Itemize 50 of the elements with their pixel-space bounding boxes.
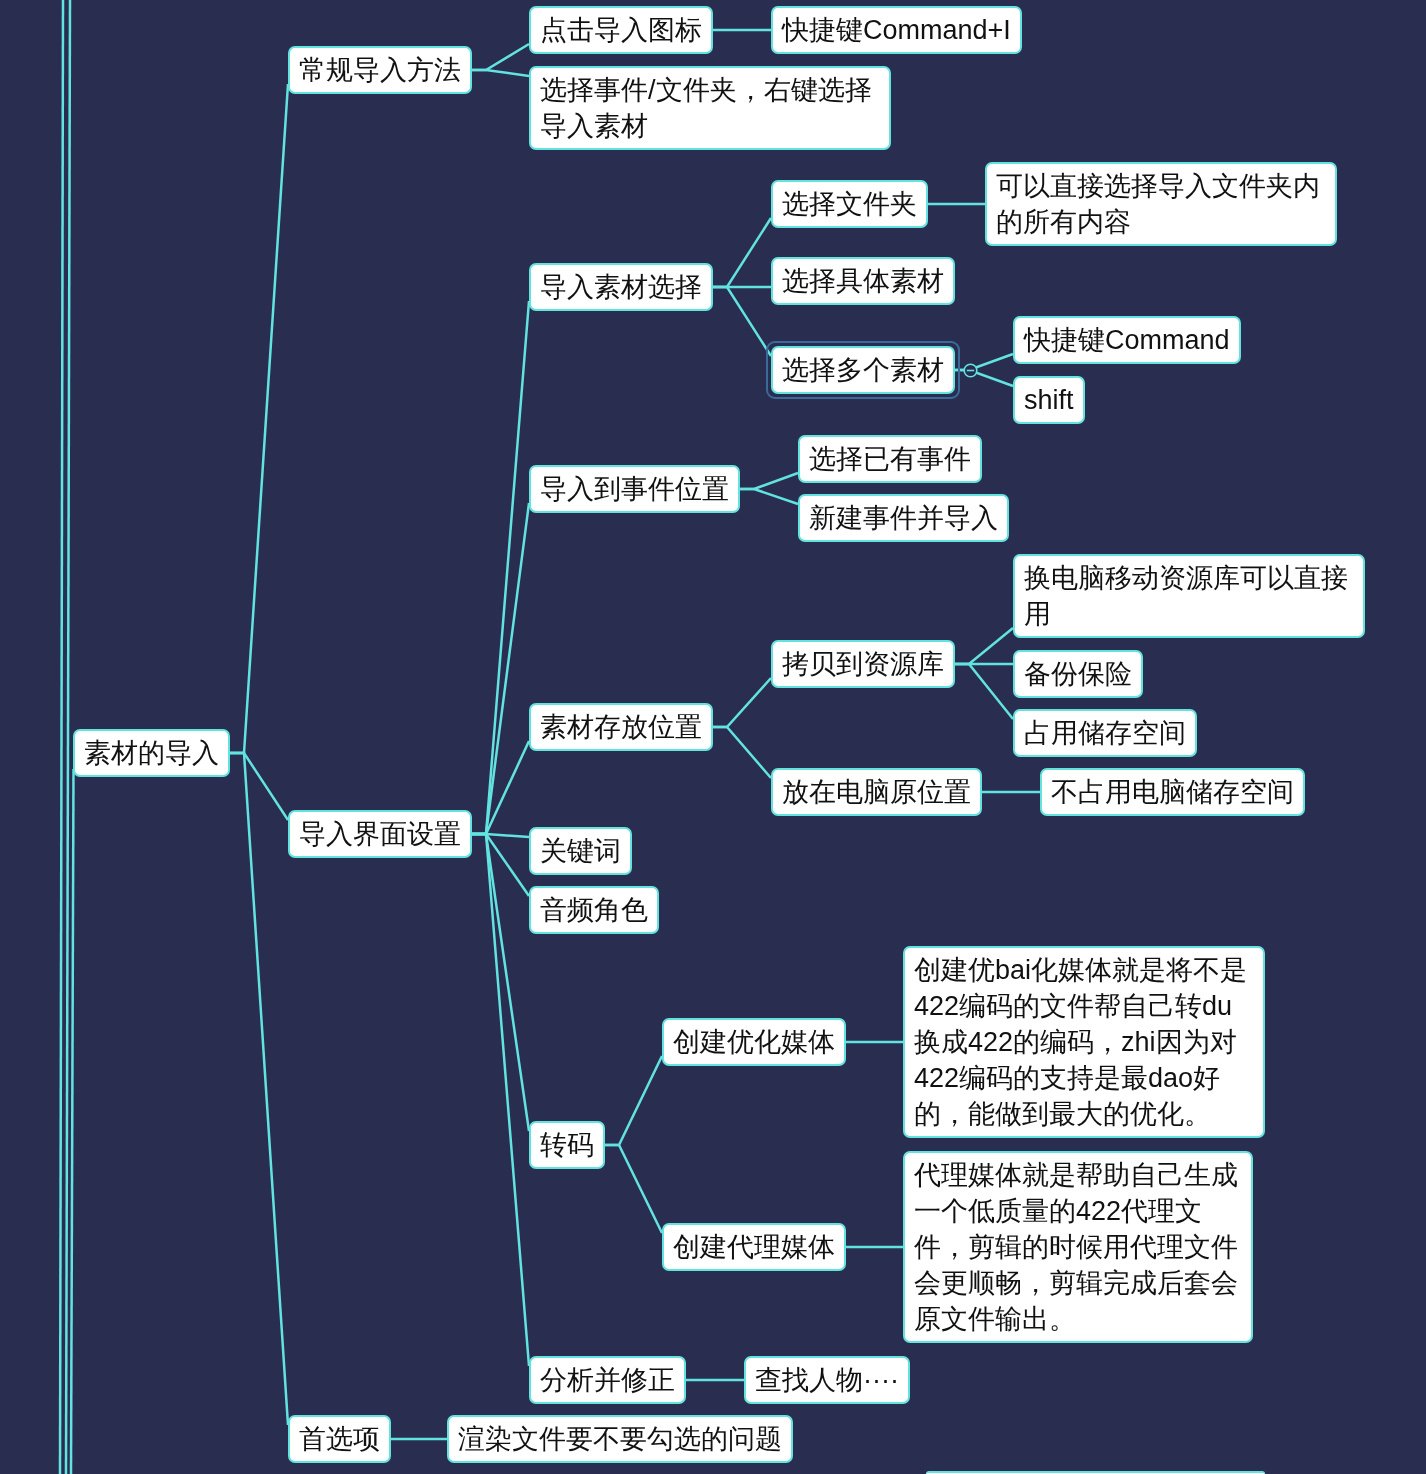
- topic-box: 素材存放位置: [529, 703, 713, 751]
- topic-box: 查找人物····: [744, 1356, 910, 1404]
- connector-line: [713, 285, 773, 357]
- topic-box: 创建优化媒体: [662, 1018, 846, 1066]
- topic-box: 放在电脑原位置: [771, 768, 982, 816]
- connector-line: [713, 725, 772, 779]
- connector-line: [740, 487, 799, 506]
- topic-box: 常规导入方法: [288, 46, 472, 94]
- connector-line: [846, 1040, 903, 1044]
- connector-line: [472, 832, 531, 1367]
- topic-box: 分析并修正: [529, 1356, 686, 1404]
- topic-box: 创建代理媒体: [662, 1223, 846, 1271]
- topic-box: 不占用电脑储存空间: [1040, 768, 1305, 816]
- topic-box: 备份保险: [1013, 650, 1143, 698]
- topic-box: 快捷键Command: [1013, 316, 1241, 364]
- topic-box: 导入界面设置: [288, 810, 472, 858]
- topic-box: 渲染文件要不要勾选的问题: [447, 1415, 793, 1463]
- topic-box: 选择文件夹: [771, 180, 928, 228]
- topic-box: 导入到事件位置: [529, 465, 740, 513]
- connector-line: [928, 202, 985, 206]
- topic-box: 选择事件/文件夹，右键选择导入素材: [529, 66, 891, 150]
- topic-box: 关键词: [529, 827, 632, 875]
- topic-box: 选择多个素材: [771, 346, 955, 394]
- topic-box: 音频角色: [529, 886, 659, 934]
- topic-box: 选择已有事件: [798, 435, 982, 483]
- connector-line: [230, 751, 290, 1426]
- topic-box: 点击导入图标: [529, 6, 713, 54]
- topic-box: 可以直接选择导入文件夹内的所有内容: [985, 162, 1337, 246]
- topic-box: 换电脑移动资源库可以直接用: [1013, 554, 1365, 638]
- topic-box: 选择具体素材: [771, 257, 955, 305]
- topic-box: 新建事件并导入: [798, 494, 1009, 542]
- connector-line: [713, 28, 771, 32]
- connector-line: [955, 662, 1014, 720]
- connector-line: [982, 790, 1040, 794]
- topic-box: 快捷键Command+I: [771, 6, 1022, 54]
- connector-line: [846, 1245, 903, 1249]
- topic-box: 导入素材选择: [529, 263, 713, 311]
- topic-box: 创建优bai化媒体就是将不是422编码的文件帮自己转du换成422的编码，zhi因为对422编码的支持是最dao好的，能做到最大的优化。: [903, 946, 1265, 1138]
- topic-box: shift: [1013, 376, 1085, 424]
- connector-line: [686, 1378, 744, 1382]
- connector-line: [472, 68, 530, 78]
- topic-box: 占用储存空间: [1013, 709, 1197, 757]
- topic-box: 代理媒体就是帮助自己生成一个低质量的422代理文件，剪辑的时候用代理文件会更顺畅，剪辑完成后套会原文件输出。: [903, 1151, 1253, 1343]
- connector-line: [391, 1437, 447, 1441]
- topic-box: 转码: [529, 1121, 605, 1169]
- topic-box: 首选项: [288, 1415, 391, 1463]
- topic-box: 素材的导入: [73, 729, 230, 777]
- connector-line: [605, 1143, 664, 1234]
- connector-line: [955, 368, 1014, 388]
- topic-box: 拷贝到资源库: [771, 640, 955, 688]
